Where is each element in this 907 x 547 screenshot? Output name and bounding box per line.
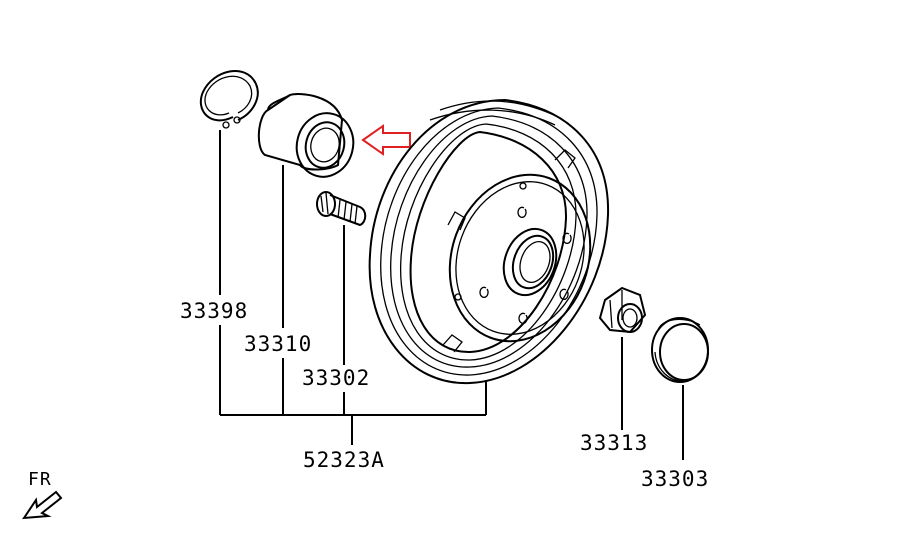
label-cap: 33303	[641, 467, 709, 491]
front-direction-arrow-icon	[22, 490, 63, 520]
leader-lines	[219, 130, 684, 460]
label-hub-bolt: 33302	[302, 366, 370, 390]
label-snap-ring: 33398	[180, 299, 248, 323]
label-assembly: 52323A	[303, 448, 385, 472]
dust-cap[interactable]	[651, 317, 709, 383]
highlight-arrow-icon	[361, 124, 411, 156]
label-bearing: 33310	[244, 332, 312, 356]
orientation-label: FR	[28, 469, 52, 490]
wheel-bearing[interactable]	[257, 93, 360, 183]
snap-ring[interactable]	[199, 69, 259, 129]
hub-bolt[interactable]	[316, 191, 367, 227]
brake-drum[interactable]	[368, 98, 613, 385]
label-nut: 33313	[580, 431, 648, 455]
hub-nut[interactable]	[598, 286, 647, 334]
